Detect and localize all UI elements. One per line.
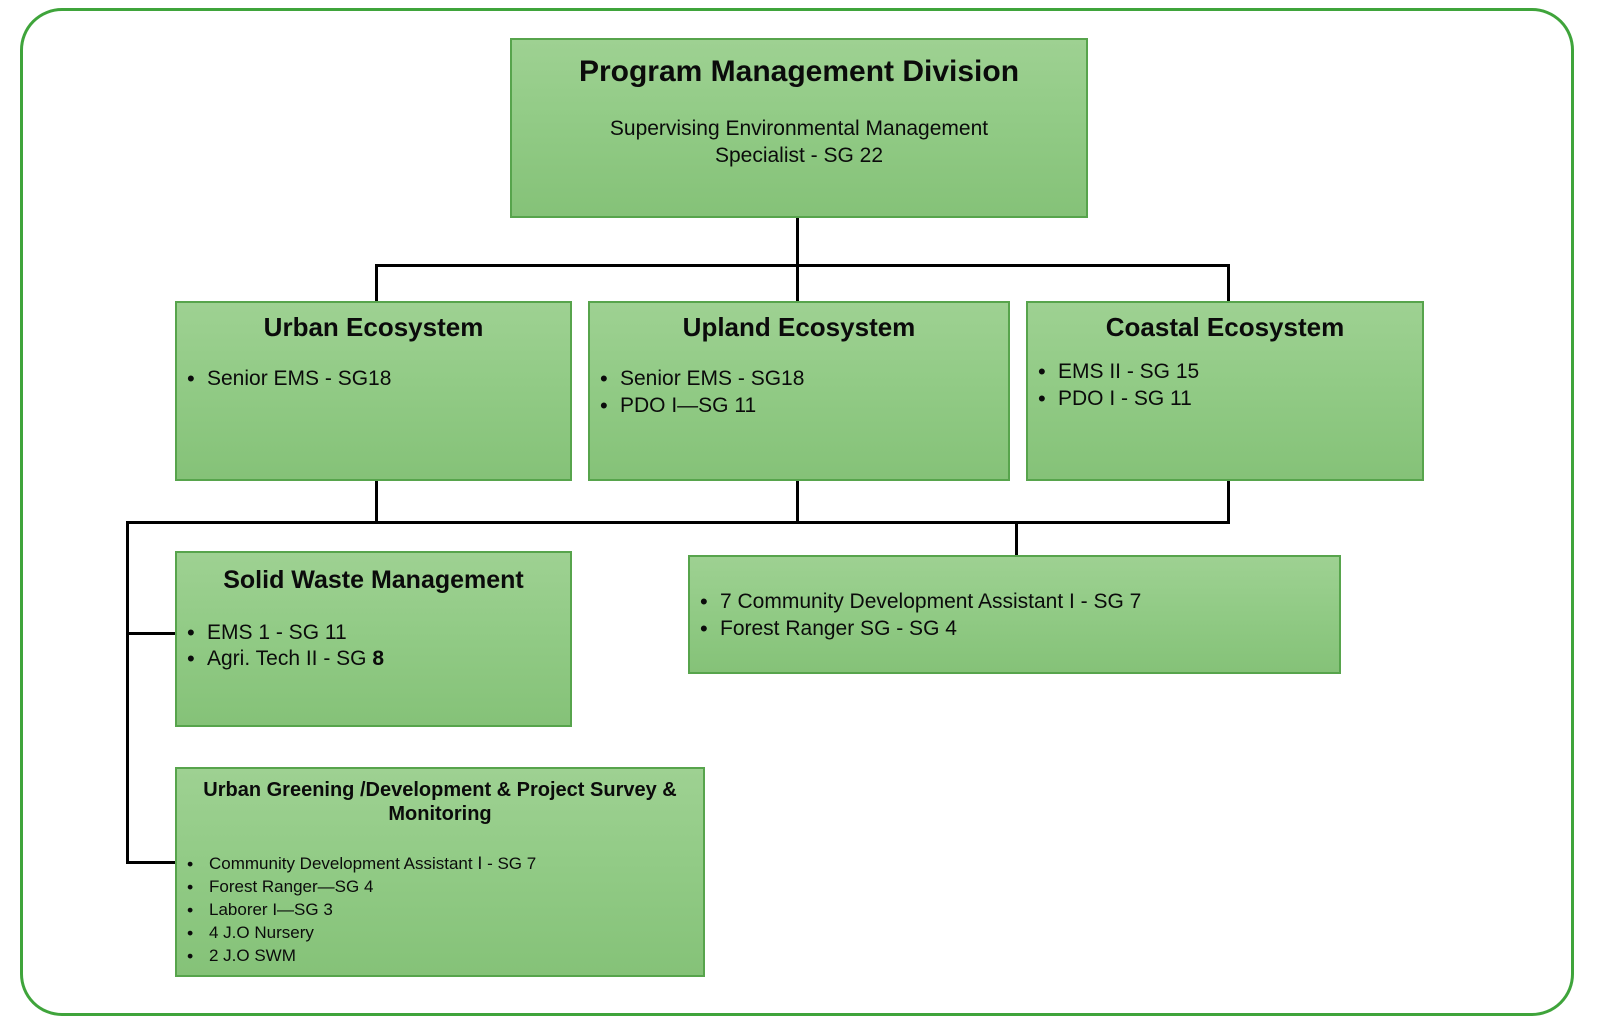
connector-drop-coastal: [1227, 264, 1230, 302]
node-item-list: Senior EMS - SG18 PDO I—SG 11: [590, 365, 1008, 420]
list-item-emphasis: 8: [372, 647, 385, 671]
node-subtitle: Supervising Environmental Management Spe…: [512, 115, 1086, 170]
connector-stem-upland-down: [796, 481, 799, 524]
connector-drop-urban: [375, 264, 378, 302]
list-item: Senior EMS - SG18: [590, 365, 1008, 393]
node-urban-ecosystem[interactable]: Urban Ecosystem Senior EMS - SG18: [175, 301, 572, 481]
node-item-list: EMS II - SG 15 PDO I - SG 11: [1028, 358, 1422, 413]
connector-drop-upland: [796, 264, 799, 302]
node-item-list: Community Development Assistant Ⅰ - SG 7…: [177, 852, 703, 968]
connector-left-spine: [126, 521, 129, 864]
connector-root-stem: [796, 217, 799, 267]
list-item: Forest Ranger SG - SG 4: [690, 615, 1339, 643]
node-title: Solid Waste Management: [223, 566, 524, 594]
node-item-list: EMS 1 - SG 11 Agri. Tech II - SG 8: [177, 619, 570, 674]
node-item-list: Senior EMS - SG18: [177, 365, 570, 393]
node-urban-greening-development[interactable]: Urban Greening /Development & Project Su…: [175, 767, 705, 977]
node-title-line1: Urban Greening /Development & Project Su…: [203, 779, 677, 801]
connector-stem-urban-down: [375, 481, 378, 524]
node-title: Program Management Division: [578, 55, 1020, 88]
node-subtitle-line1: Supervising Environmental Management: [609, 116, 989, 140]
list-item: Laborer I—SG 3: [177, 898, 703, 922]
node-program-management-division[interactable]: Program Management Division Supervising …: [510, 38, 1088, 218]
node-title: Urban Greening /Development & Project Su…: [177, 778, 703, 827]
connector-drop-cda: [1015, 521, 1018, 557]
connector-branch-swm: [126, 632, 177, 635]
node-solid-waste-management[interactable]: Solid Waste Management EMS 1 - SG 11 Agr…: [175, 551, 572, 727]
list-item: Community Development Assistant Ⅰ - SG 7: [177, 852, 703, 876]
list-item: 7 Community Development Assistant I - SG…: [690, 588, 1339, 616]
node-title: Coastal Ecosystem: [1105, 312, 1345, 342]
list-item: 2 J.O SWM: [177, 944, 703, 968]
list-item: EMS 1 - SG 11: [177, 619, 570, 647]
list-item: PDO I—SG 11: [590, 392, 1008, 420]
list-item: EMS II - SG 15: [1028, 358, 1422, 386]
list-item-text: Agri. Tech II - SG: [207, 647, 373, 671]
list-item: Senior EMS - SG18: [177, 365, 570, 393]
connector-branch-greening: [126, 861, 177, 864]
node-title: Upland Ecosystem: [682, 312, 916, 342]
connector-level2-bus: [126, 521, 1230, 524]
node-item-list: 7 Community Development Assistant I - SG…: [690, 588, 1339, 643]
list-item: 4 J.O Nursery: [177, 921, 703, 945]
connector-stem-coastal-down: [1227, 481, 1230, 524]
node-upland-ecosystem[interactable]: Upland Ecosystem Senior EMS - SG18 PDO I…: [588, 301, 1010, 481]
node-community-development-assistants[interactable]: 7 Community Development Assistant I - SG…: [688, 555, 1341, 674]
node-coastal-ecosystem[interactable]: Coastal Ecosystem EMS II - SG 15 PDO I -…: [1026, 301, 1424, 481]
list-item: PDO I - SG 11: [1028, 385, 1422, 413]
node-title-line2: Monitoring: [388, 803, 492, 826]
connector-level1-bus: [375, 264, 1230, 267]
list-item: Forest Ranger—SG 4: [177, 875, 703, 899]
node-subtitle-line2: Specialist - SG 22: [714, 143, 884, 167]
node-title: Urban Ecosystem: [263, 312, 484, 342]
list-item: Agri. Tech II - SG 8: [177, 645, 570, 673]
